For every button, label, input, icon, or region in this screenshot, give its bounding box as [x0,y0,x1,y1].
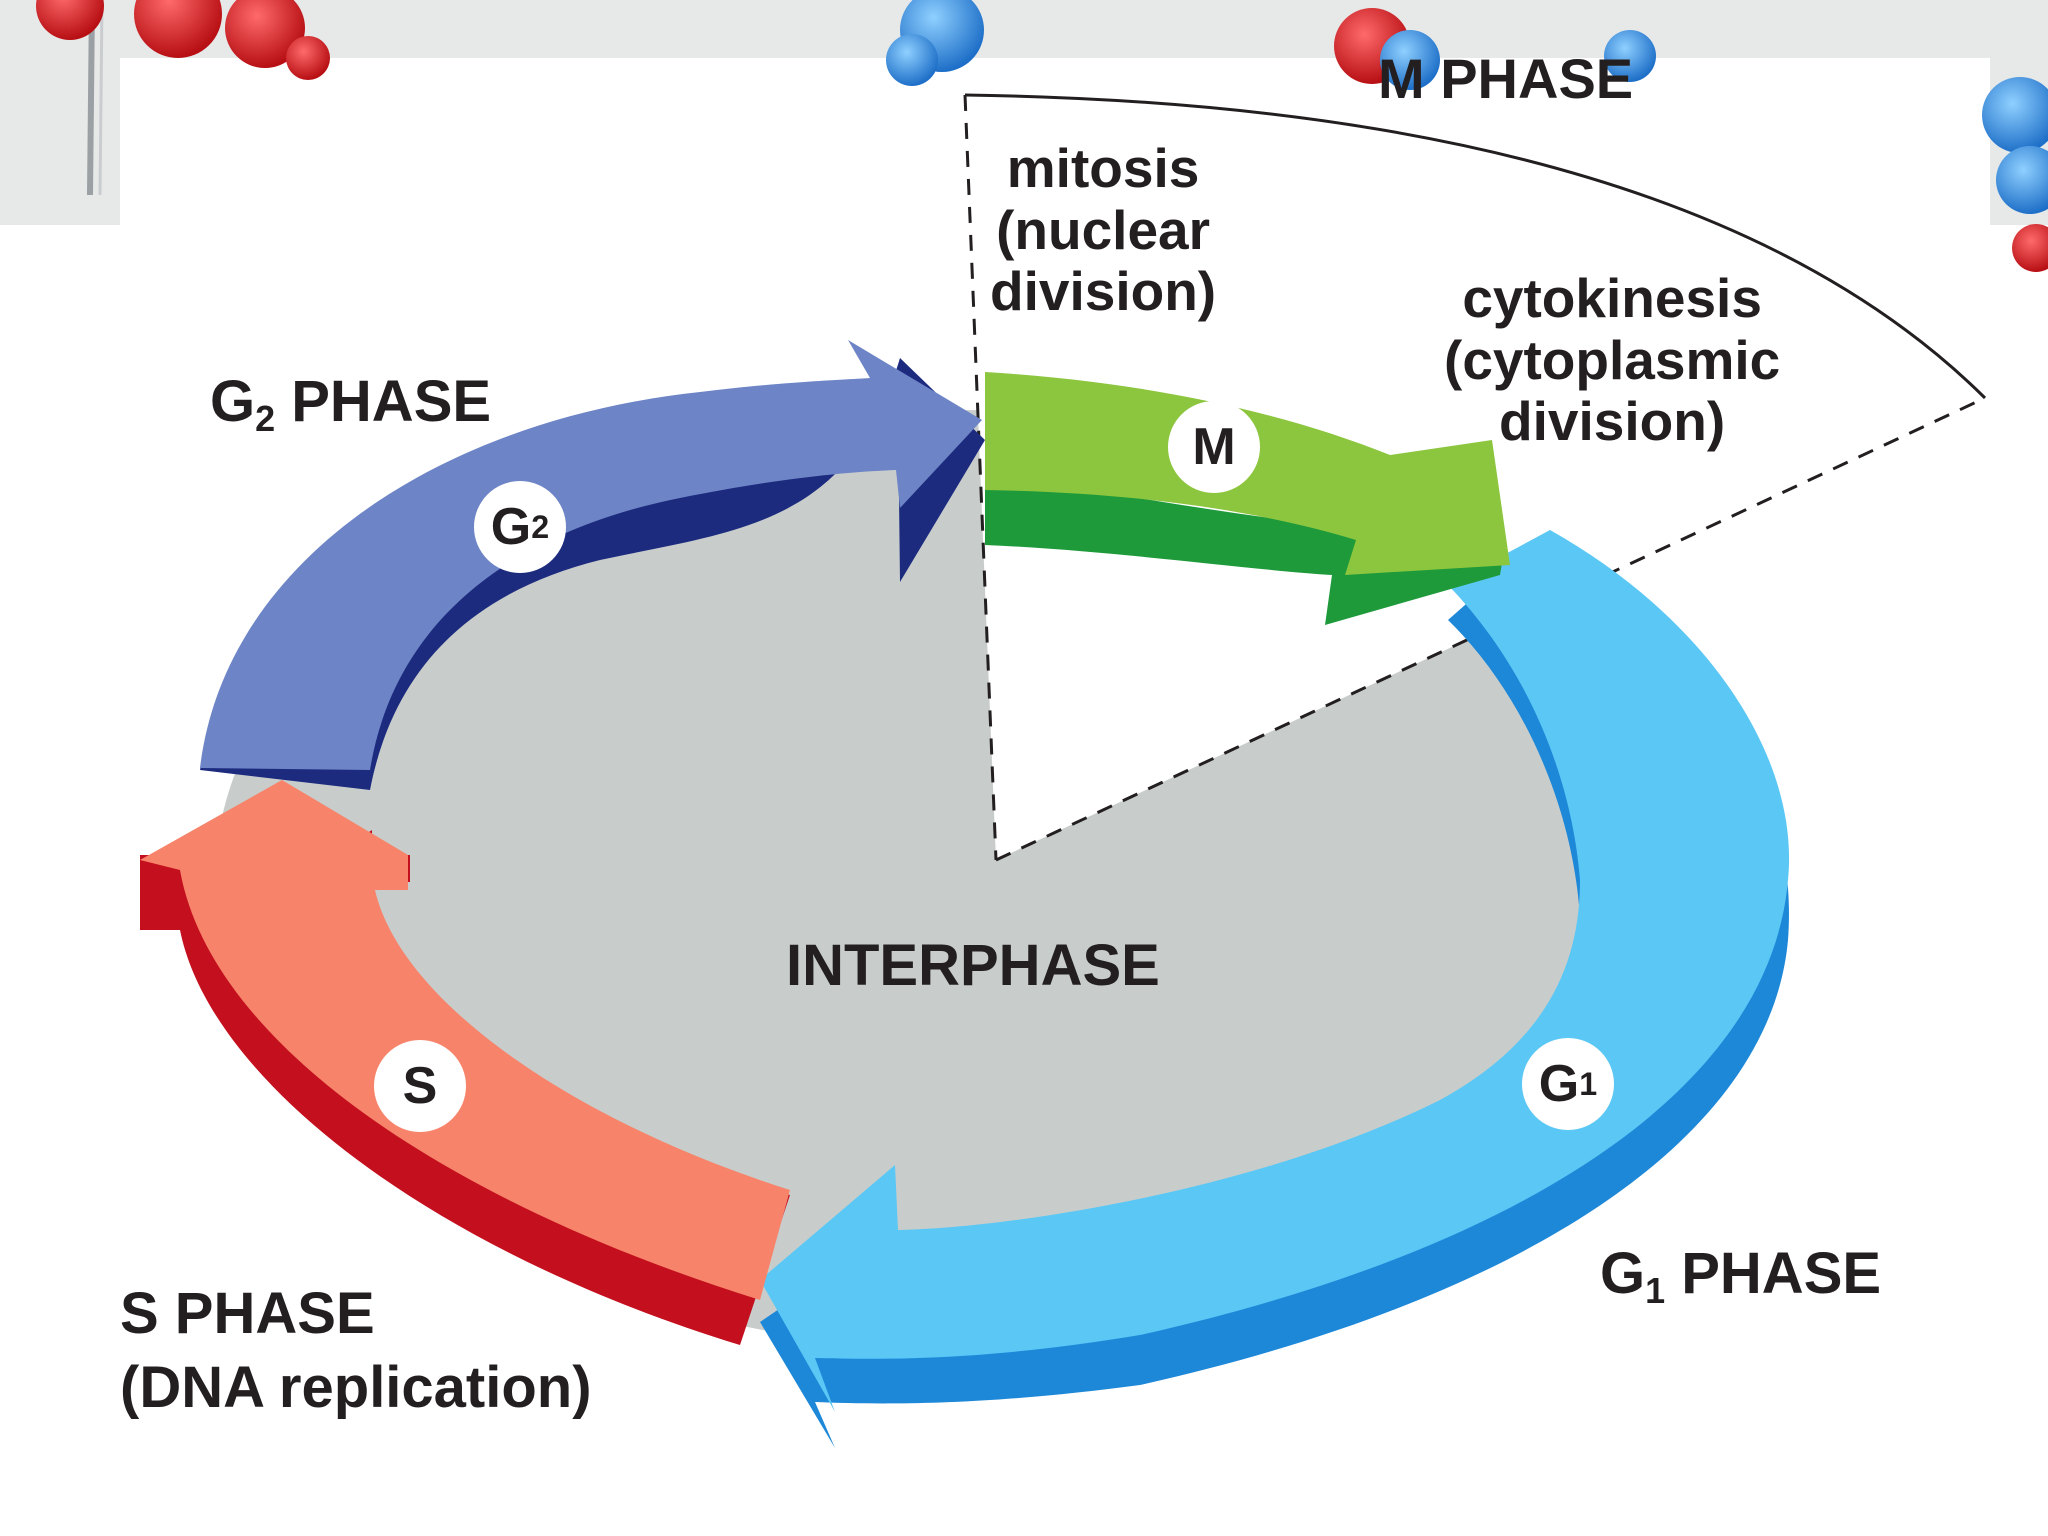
g2-title-rest: PHASE [275,369,492,434]
cytokinesis-line-1: cytokinesis [1462,267,1762,329]
cytokinesis-label: cytokinesis (cytoplasmic division) [1444,267,1781,453]
decor-ball [286,36,330,80]
g2-phase-arrow [200,340,985,790]
g2-phase-title: G2 PHASE [210,369,492,436]
m-phase-title: M PHASE [1378,47,1634,110]
mitosis-line-2: (nuclear [996,198,1211,261]
g1-arrow-top [760,530,1790,1412]
decor-ball [225,0,305,68]
m-arrow-side [985,432,1505,625]
g1-title-sub: 1 [1645,1270,1666,1312]
s-badge-text: S [402,1057,438,1115]
decor-ball [1380,30,1440,90]
decor-stick [98,0,104,196]
g1-phase-title: G1 PHASE [1600,1241,1882,1308]
m-badge-text: M [1192,418,1236,476]
g1-title-main: G [1600,1241,1646,1306]
decor-ball [36,0,104,40]
m-badge: M [1168,401,1260,493]
mitosis-label: mitosis (nuclear division) [990,137,1217,323]
g1-arrow-side [760,530,1789,1448]
decor-ball [1604,30,1656,82]
mitosis-line-1: mitosis [1006,137,1200,199]
s-phase-subtitle: (DNA replication) [120,1355,592,1420]
g1-title-rest: PHASE [1665,1241,1882,1306]
decor-stick [87,0,95,196]
decor-ball [134,0,222,58]
cytokinesis-line-2: (cytoplasmic [1444,328,1781,391]
cytokinesis-line-3: division) [1499,390,1726,453]
s-arrow-top [140,780,790,1300]
decor-ball [886,34,938,86]
decor-ball [1982,77,2048,153]
s-phase-title: S PHASE [120,1281,375,1346]
g1-badge-main: G [1538,1055,1580,1113]
decor-ball [1996,146,2048,214]
g2-arrow-top [200,340,982,770]
m-phase-divider-left [963,94,998,861]
g2-title-sub: 2 [255,398,276,440]
g2-title-main: G [210,369,256,434]
g2-badge-main: G [490,498,532,556]
g1-phase-arrow [760,530,1790,1448]
decor-ball [2012,224,2048,272]
s-badge: S [374,1040,466,1132]
interphase-label: INTERPHASE [786,933,1160,998]
m-phase-arc [964,93,1987,400]
decor-molecules [36,0,2048,272]
mitosis-line-3: division) [990,260,1217,323]
